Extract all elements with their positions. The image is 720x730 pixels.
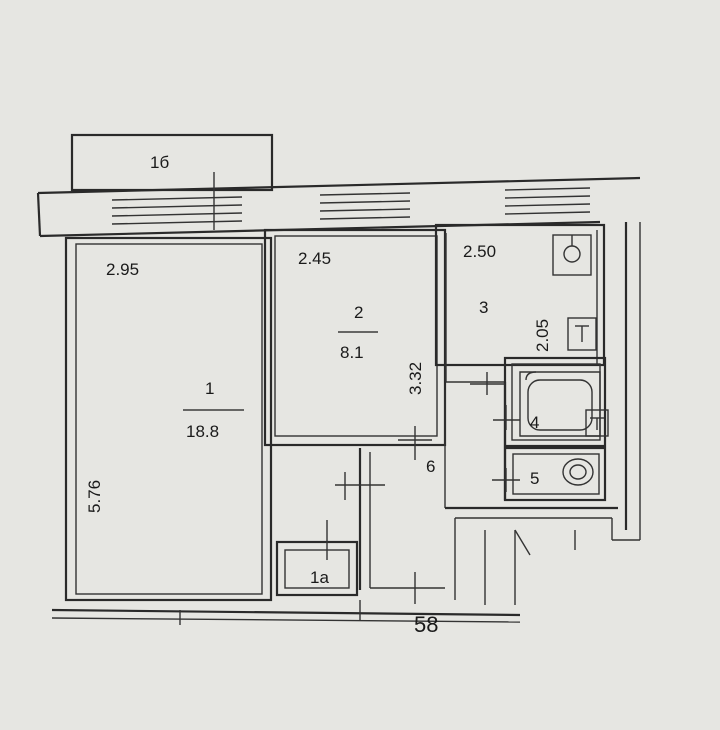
sink-icon [552, 234, 592, 276]
room-2-area: 8.1 [340, 343, 364, 362]
neighbour-walls [484, 222, 641, 605]
room-1a-walls [275, 540, 359, 597]
room-3-walls [434, 223, 606, 383]
room-1-width: 2.95 [106, 260, 139, 279]
room-1-number: 1 [205, 379, 214, 398]
room-1-walls [64, 236, 273, 602]
washbasin-icon [585, 409, 609, 437]
balcony-label: 1б [150, 153, 169, 172]
room-6-number: 6 [426, 457, 435, 476]
room-2-length: 3.32 [406, 362, 425, 395]
room-2-width: 2.45 [298, 249, 331, 268]
window-room1 [111, 172, 243, 230]
room-1-length: 5.76 [85, 480, 104, 513]
room-1-area: 18.8 [186, 422, 219, 441]
room-3-width: 2.50 [463, 242, 496, 261]
room-2-number: 2 [354, 303, 363, 322]
door-marks [326, 372, 520, 604]
stove-icon [567, 317, 597, 351]
room-5-number: 5 [530, 469, 539, 488]
window-room3 [504, 187, 591, 215]
outer-wall-bottom [51, 600, 521, 625]
apartment-number: 58 [414, 612, 438, 637]
room-1a-number: 1а [310, 568, 329, 587]
room-3-number: 3 [479, 298, 488, 317]
window-room2 [319, 192, 411, 220]
room-4-number: 4 [530, 413, 539, 432]
room-3-length: 2.05 [533, 319, 552, 352]
toilet-icon [562, 458, 594, 486]
